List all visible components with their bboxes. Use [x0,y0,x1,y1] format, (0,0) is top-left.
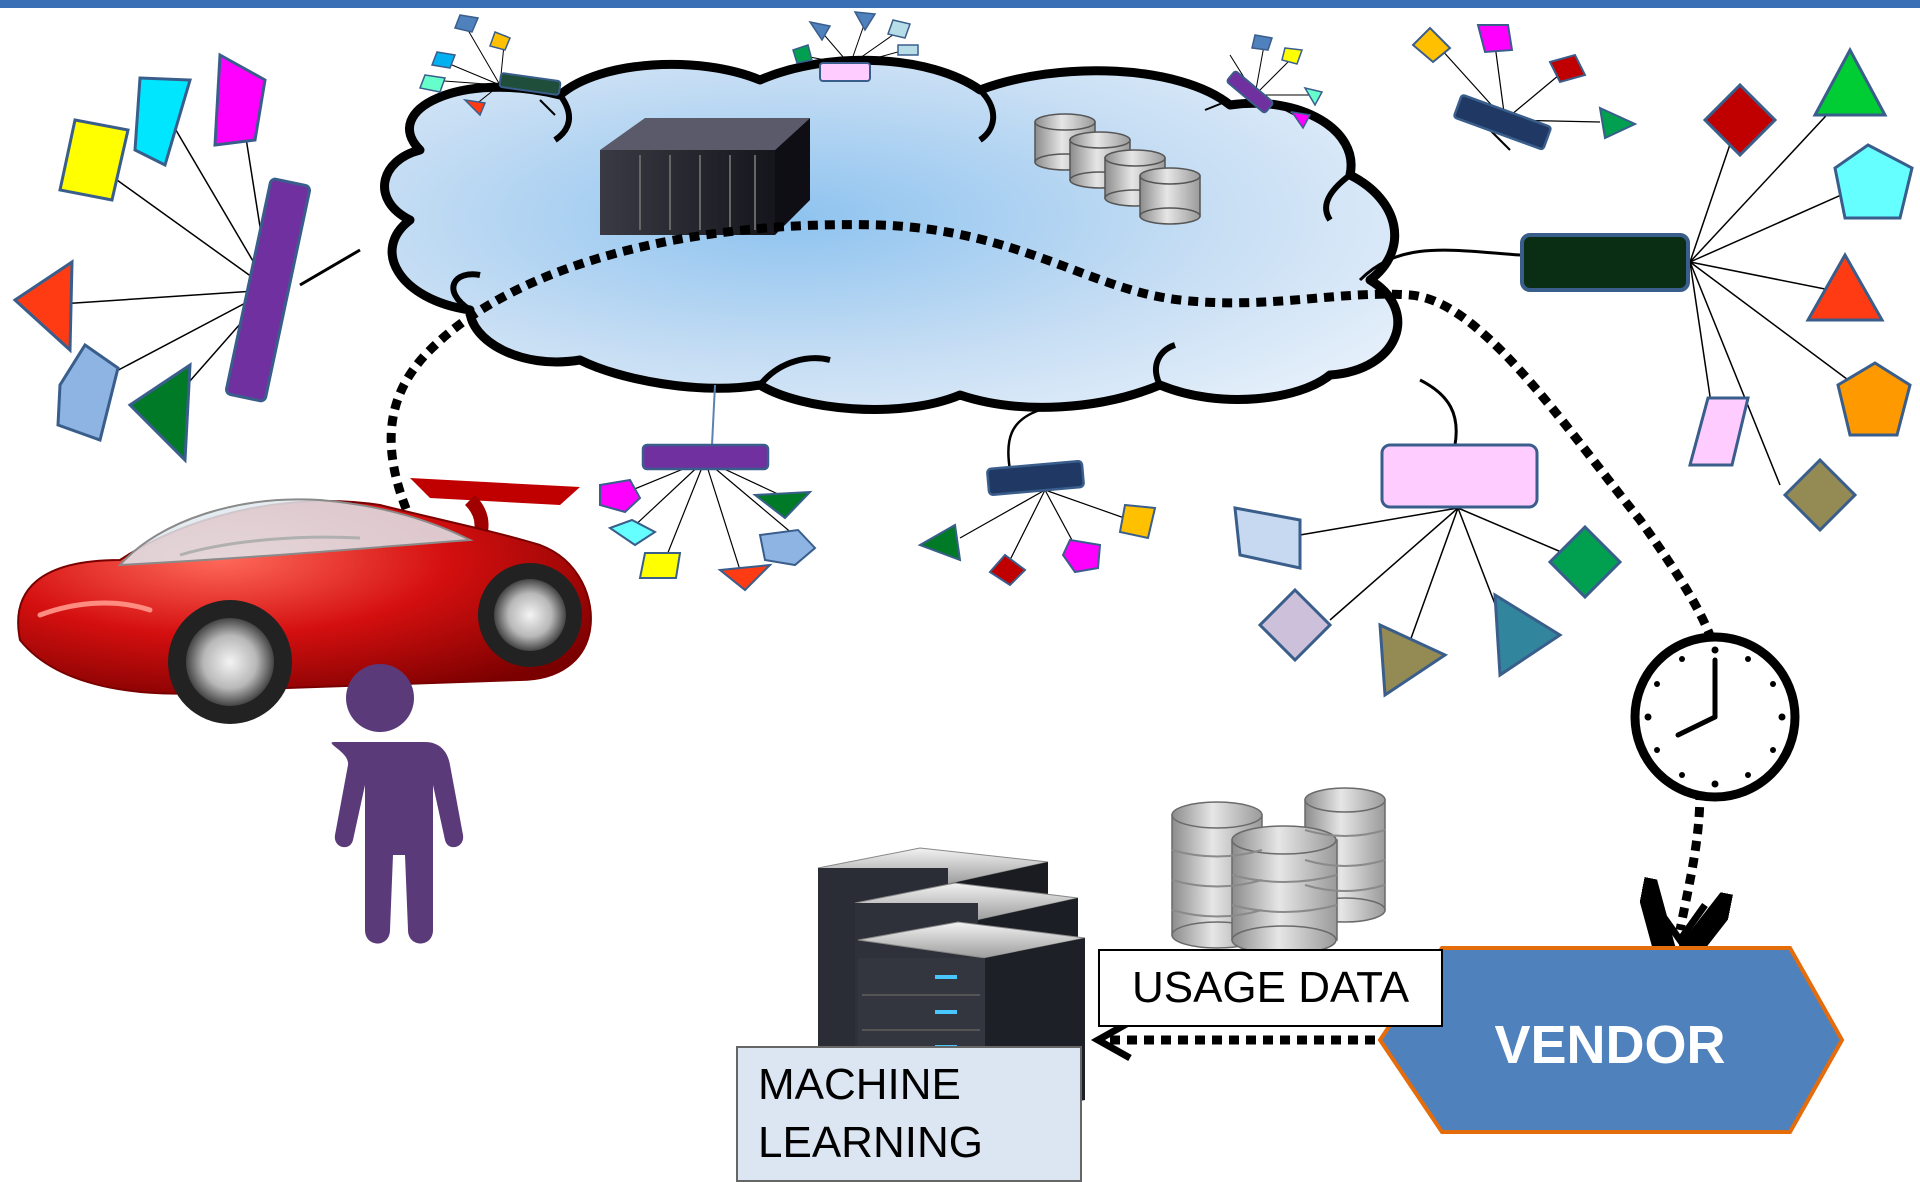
database-icon [1034,113,1201,225]
cloud-icon [380,55,1403,414]
usage-data-label: USAGE DATA [1098,949,1443,1027]
machine-learning-label: MACHINE LEARNING [736,1046,1082,1182]
vendor-shape [1377,946,1845,1134]
device-cluster-top-1 [418,14,562,117]
device-cluster-left [12,52,361,464]
device-cluster-bottom-2 [917,408,1157,587]
server-rack-icon [600,118,810,235]
ml-arrowhead [1090,1018,1132,1062]
vendor-arrowhead [1652,902,1708,947]
data-flow-path [386,220,1720,1045]
device-cluster-top-3 [1204,34,1324,130]
top-bar [0,0,1920,8]
device-cluster-right [1358,46,1914,533]
device-cluster-top-2 [792,11,919,82]
device-cluster-top-right [1411,24,1638,151]
database-icon [1171,787,1386,955]
device-cluster-bottom-3 [1233,378,1623,698]
clock-icon [1630,632,1800,802]
car-icon [17,478,592,724]
device-cluster-bottom-1 [599,384,817,592]
machine-learning-line1: MACHINE [758,1060,961,1109]
server-rack-icon [817,847,1086,1120]
person-icon [331,664,464,944]
machine-learning-line2: LEARNING [758,1118,983,1167]
vendor-label: VENDOR [1494,1015,1726,1075]
